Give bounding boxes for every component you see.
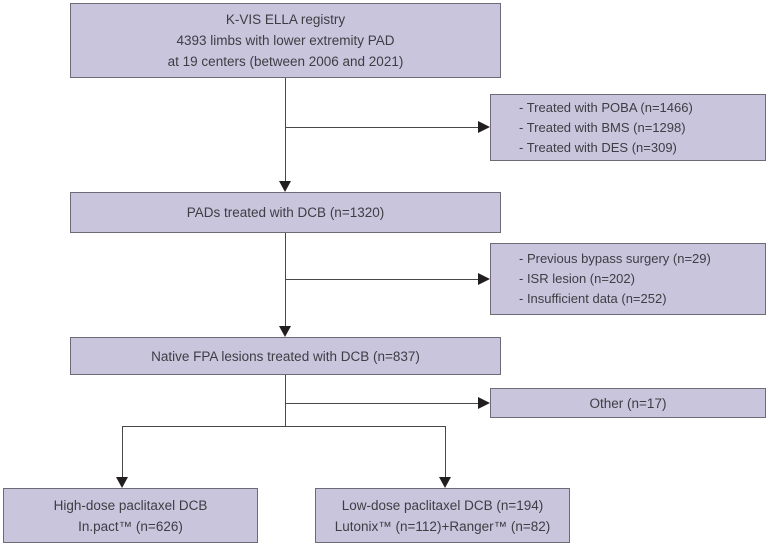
connector-native-to-split	[285, 375, 286, 427]
box-other: Other (n=17)	[490, 388, 766, 418]
excluded-criteria-item: - Previous bypass surgery (n=29)	[519, 251, 711, 266]
box-low-dose-dcb: Low-dose paclitaxel DCB (n=194) Lutonix™…	[315, 488, 570, 543]
box-native-fpa: Native FPA lesions treated with DCB (n=8…	[70, 337, 501, 375]
arrow-down-icon	[116, 477, 128, 488]
connector-dcb-to-native	[285, 233, 286, 327]
connector-to-excluded-criteria	[285, 279, 479, 280]
arrow-right-icon	[478, 121, 490, 133]
excluded-treatment-item: - Treated with BMS (n=1298)	[519, 119, 686, 135]
dcb-treated-label: PADs treated with DCB (n=1320)	[186, 205, 385, 220]
connector-to-low-dose	[445, 426, 446, 478]
excluded-treatment-item: - Treated with POBA (n=1466)	[519, 99, 693, 115]
box-registry: K-VIS ELLA registry 4393 limbs with lowe…	[70, 3, 501, 78]
excluded-criteria-item: - ISR lesion (n=202)	[519, 271, 635, 286]
high-dose-line: High-dose paclitaxel DCB	[53, 497, 208, 513]
registry-line: 4393 limbs with lower extremity PAD	[176, 33, 395, 48]
connector-to-other	[285, 403, 479, 404]
connector-split-horizontal	[122, 426, 445, 427]
box-high-dose-dcb: High-dose paclitaxel DCB In.pact™ (n=626…	[3, 488, 258, 543]
arrow-right-icon	[478, 397, 490, 409]
arrow-right-icon	[478, 273, 490, 285]
box-dcb-treated: PADs treated with DCB (n=1320)	[70, 192, 501, 233]
low-dose-line: Low-dose paclitaxel DCB (n=194)	[341, 497, 544, 513]
box-excluded-criteria: - Previous bypass surgery (n=29) - ISR l…	[490, 243, 766, 315]
excluded-criteria-item: - Insufficient data (n=252)	[519, 291, 667, 306]
connector-to-excluded-treatments	[285, 127, 479, 128]
native-fpa-label: Native FPA lesions treated with DCB (n=8…	[151, 348, 420, 364]
excluded-treatment-item: - Treated with DES (n=309)	[519, 139, 677, 155]
connector-to-high-dose	[122, 426, 123, 478]
arrow-down-icon	[279, 326, 291, 337]
box-excluded-treatments: - Treated with POBA (n=1466) - Treated w…	[490, 94, 766, 161]
connector-registry-to-dcb	[285, 78, 286, 182]
registry-line: K-VIS ELLA registry	[225, 12, 346, 27]
other-label: Other (n=17)	[589, 395, 667, 411]
high-dose-line: In.pact™ (n=626)	[78, 518, 183, 534]
arrow-down-icon	[279, 181, 291, 192]
low-dose-line: Lutonix™ (n=112)+Ranger™ (n=82)	[334, 518, 551, 534]
arrow-down-icon	[439, 477, 451, 488]
registry-line: at 19 centers (between 2006 and 2021)	[167, 54, 404, 69]
